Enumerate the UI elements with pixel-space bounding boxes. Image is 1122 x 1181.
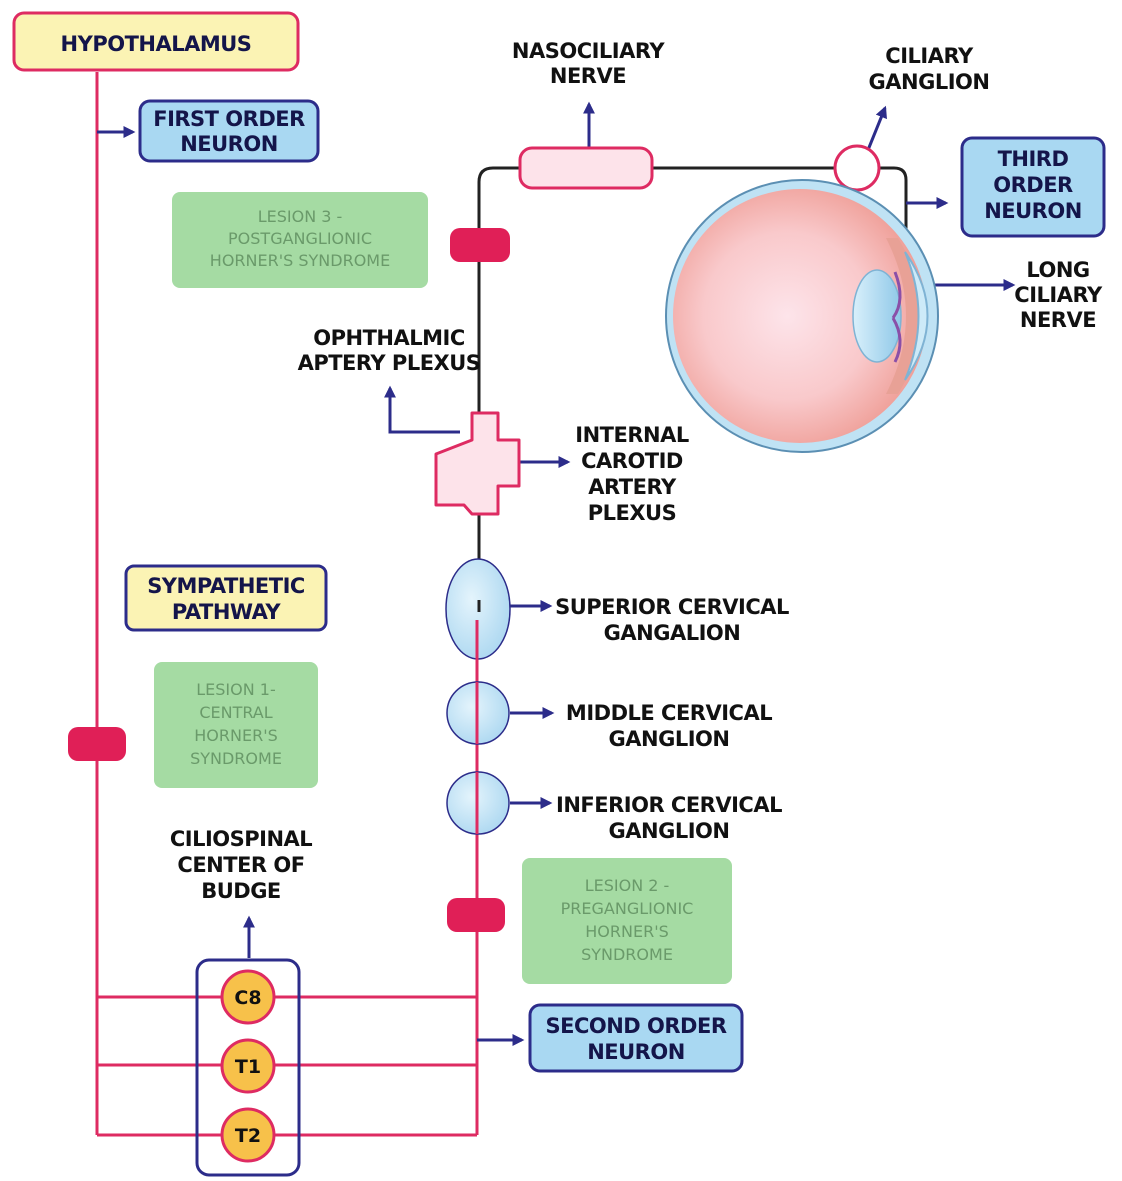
- svg-text:NEURON: NEURON: [587, 1040, 685, 1064]
- svg-text:GANGALION: GANGALION: [604, 621, 741, 645]
- svg-text:SECOND ORDER: SECOND ORDER: [545, 1014, 726, 1038]
- second-order-neuron-box: SECOND ORDER NEURON: [528, 1003, 744, 1073]
- spinal-node-t2: T2: [220, 1107, 276, 1163]
- internal-carotid-plexus-shape: [434, 411, 521, 516]
- svg-text:LESION 3 -: LESION 3 -: [258, 207, 343, 226]
- svg-text:CILIARY: CILIARY: [885, 44, 974, 68]
- svg-text:PLEXUS: PLEXUS: [588, 501, 677, 525]
- svg-text:NEURON: NEURON: [180, 132, 278, 156]
- middle-cervical-label: MIDDLE CERVICAL GANGLION: [566, 701, 773, 751]
- svg-text:THIRD: THIRD: [998, 147, 1069, 171]
- lesion-1-marker: [68, 727, 126, 761]
- svg-text:GANGLION: GANGLION: [609, 727, 730, 751]
- spinal-cord-segment-box: [195, 958, 301, 1177]
- first-order-neuron-box: FIRST ORDER NEURON: [138, 99, 320, 163]
- ciliospinal-label: CILIOSPINAL CENTER OF BUDGE: [170, 827, 313, 903]
- svg-text:CENTRAL: CENTRAL: [199, 703, 272, 722]
- svg-text:NASOCILIARY: NASOCILIARY: [512, 39, 665, 63]
- lesion-2-box: LESION 2 - PREGANGLIONIC HORNER'S SYNDRO…: [522, 858, 732, 984]
- svg-text:CILIOSPINAL: CILIOSPINAL: [170, 827, 312, 851]
- svg-text:LESION 2 -: LESION 2 -: [585, 876, 670, 895]
- svg-text:NERVE: NERVE: [1020, 308, 1096, 332]
- svg-text:ARTERY: ARTERY: [588, 475, 677, 499]
- svg-text:FIRST ORDER: FIRST ORDER: [153, 107, 305, 131]
- svg-text:LONG: LONG: [1026, 258, 1089, 282]
- ciliary-ganglion-label: CILIARY GANGLION: [869, 44, 990, 94]
- svg-text:HORNER'S: HORNER'S: [585, 922, 669, 941]
- svg-text:SUPERIOR CERVICAL: SUPERIOR CERVICAL: [555, 595, 789, 619]
- nasociliary-nerve-bar: [518, 146, 654, 190]
- first-order-pathway: [95, 72, 225, 1137]
- internal-carotid-plexus-label: INTERNAL CAROTID ARTERY PLEXUS: [575, 423, 689, 525]
- svg-text:T2: T2: [235, 1125, 261, 1147]
- ophthalmic-artery-plexus-label: OPHTHALMIC APTERY PLEXUS: [298, 326, 481, 375]
- svg-text:LESION 1-: LESION 1-: [196, 680, 276, 699]
- svg-text:BUDGE: BUDGE: [201, 879, 281, 903]
- svg-text:OPHTHALMIC: OPHTHALMIC: [313, 326, 465, 350]
- svg-text:ORDER: ORDER: [993, 173, 1073, 197]
- inferior-cervical-label: INFERIOR CERVICAL GANGLION: [556, 793, 783, 843]
- lesion-2-marker: [447, 898, 505, 932]
- svg-text:INTERNAL: INTERNAL: [575, 423, 689, 447]
- hypothalamus-label: HYPOTHALAMUS: [61, 32, 252, 56]
- svg-text:SYMPATHETIC: SYMPATHETIC: [147, 574, 305, 598]
- svg-text:GANGLION: GANGLION: [869, 70, 990, 94]
- hypothalamus-box: HYPOTHALAMUS: [12, 11, 300, 72]
- lesion-3-marker: [450, 228, 510, 262]
- ciliary-ganglion-arrow-icon: [866, 105, 887, 151]
- ophthalmic-arrow-icon: [384, 385, 460, 434]
- spinal-node-c8: C8: [220, 969, 276, 1025]
- third-order-neuron-box: THIRD ORDER NEURON: [960, 136, 1106, 238]
- svg-text:APTERY PLEXUS: APTERY PLEXUS: [298, 351, 481, 375]
- svg-text:CAROTID: CAROTID: [581, 449, 683, 473]
- svg-text:PATHWAY: PATHWAY: [172, 600, 281, 624]
- svg-text:HORNER'S: HORNER'S: [194, 726, 278, 745]
- svg-text:INFERIOR CERVICAL: INFERIOR CERVICAL: [556, 793, 782, 817]
- svg-text:PREGANGLIONIC: PREGANGLIONIC: [561, 899, 694, 918]
- sympathetic-pathway-box: SYMPATHETIC PATHWAY: [124, 564, 328, 632]
- svg-text:POSTGANGLIONIC: POSTGANGLIONIC: [228, 229, 372, 248]
- superior-cervical-label: SUPERIOR CERVICAL GANGALION: [555, 595, 789, 645]
- spinal-node-t1: T1: [220, 1038, 276, 1094]
- svg-text:T1: T1: [235, 1056, 261, 1078]
- lesion-3-box: LESION 3 - POSTGANGLIONIC HORNER'S SYNDR…: [172, 192, 428, 288]
- svg-text:MIDDLE CERVICAL: MIDDLE CERVICAL: [566, 701, 772, 725]
- lesion-1-box: LESION 1- CENTRAL HORNER'S SYNDROME: [154, 662, 318, 788]
- svg-text:CENTER OF: CENTER OF: [177, 853, 304, 877]
- svg-text:GANGLION: GANGLION: [609, 819, 730, 843]
- svg-text:CILIARY: CILIARY: [1014, 283, 1103, 307]
- svg-text:SYNDROME: SYNDROME: [190, 749, 282, 768]
- long-ciliary-nerve-label: LONG CILIARY NERVE: [1014, 258, 1103, 332]
- svg-text:NEURON: NEURON: [984, 199, 1082, 223]
- svg-text:C8: C8: [234, 987, 261, 1009]
- nasociliary-nerve-label: NASOCILIARY NERVE: [512, 39, 666, 88]
- eyeball-illustration: [665, 179, 939, 453]
- svg-text:HORNER'S SYNDROME: HORNER'S SYNDROME: [210, 251, 390, 270]
- svg-text:NERVE: NERVE: [550, 64, 626, 88]
- svg-text:SYNDROME: SYNDROME: [581, 945, 673, 964]
- ciliary-ganglion-circle: [833, 144, 881, 192]
